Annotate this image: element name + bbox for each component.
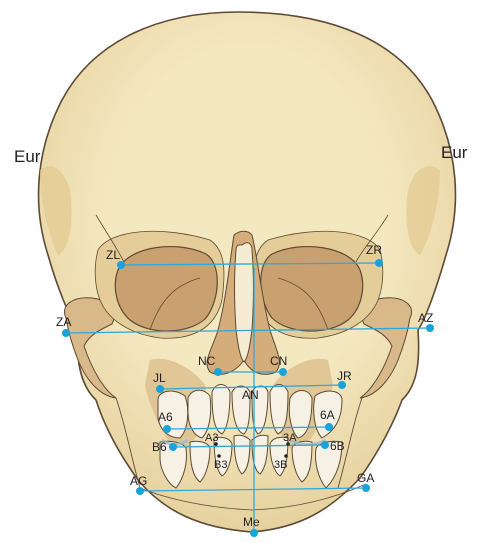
point-ga bbox=[362, 484, 370, 492]
right-orbit bbox=[261, 247, 363, 331]
point-zr bbox=[375, 259, 383, 267]
marker-b3 bbox=[217, 454, 221, 458]
label-a3: A3 bbox=[205, 432, 218, 444]
point-me bbox=[250, 529, 258, 537]
label-eur-left: Eur bbox=[14, 147, 41, 166]
point-az bbox=[426, 324, 434, 332]
label-nc: NC bbox=[198, 354, 216, 368]
label-ag: AG bbox=[130, 474, 147, 488]
label-za: ZA bbox=[56, 315, 71, 329]
marker-3b bbox=[284, 454, 288, 458]
point-nc bbox=[214, 368, 222, 376]
label-3b: 3B bbox=[274, 459, 287, 471]
point-b6 bbox=[169, 443, 177, 451]
label-3a: 3A bbox=[283, 432, 297, 444]
label-a6: A6 bbox=[158, 410, 173, 424]
label-me: Me bbox=[243, 515, 260, 529]
point-za bbox=[62, 329, 70, 337]
left-orbit bbox=[115, 247, 217, 331]
label-ga: GA bbox=[357, 471, 374, 485]
point-jl bbox=[156, 385, 164, 393]
label-zl: ZL bbox=[106, 248, 120, 262]
point-6a bbox=[325, 423, 333, 431]
label-6b: 6B bbox=[330, 439, 345, 453]
label-b3: B3 bbox=[214, 459, 227, 471]
point-6b bbox=[321, 441, 329, 449]
point-a6 bbox=[163, 425, 171, 433]
point-zl bbox=[117, 261, 125, 269]
point-ag bbox=[136, 487, 144, 495]
label-cn: CN bbox=[270, 354, 287, 368]
label-az: AZ bbox=[418, 311, 433, 325]
point-cn bbox=[279, 368, 287, 376]
label-zr: ZR bbox=[366, 243, 382, 257]
label-b6: B6 bbox=[152, 440, 167, 454]
label-eur-right: Eur bbox=[441, 143, 468, 162]
label-jl: JL bbox=[153, 371, 166, 385]
label-jr: JR bbox=[337, 369, 352, 383]
label-6a: 6A bbox=[320, 408, 335, 422]
label-an: AN bbox=[242, 388, 259, 402]
